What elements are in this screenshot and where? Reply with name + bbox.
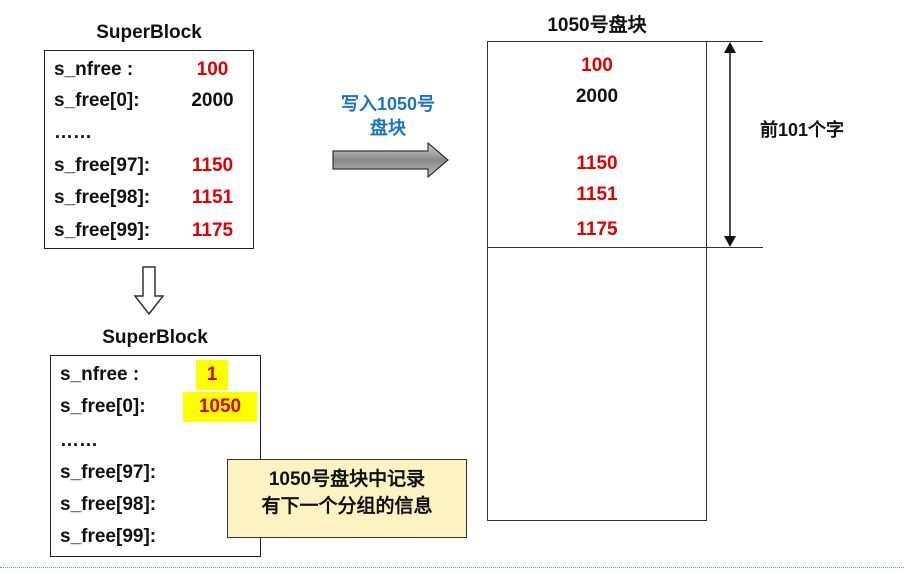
row-label: s_free[0]: xyxy=(60,396,146,417)
row-label: s_nfree : xyxy=(54,59,134,80)
row-label: …… xyxy=(54,122,92,143)
callout-note: 1050号盘块中记录 有下一个分组的信息 xyxy=(227,459,467,538)
bottom-sb-row-ellipsis: …… xyxy=(51,426,260,456)
row-label: s_free[99]: xyxy=(54,220,151,241)
bottom-sb-row-nfree: s_nfree : 1 xyxy=(51,360,260,390)
row-label: s_free[97]: xyxy=(60,462,157,483)
write-label-line-1: 写入1050号 xyxy=(340,94,436,114)
row-label: s_free[99]: xyxy=(60,526,157,547)
footer-divider xyxy=(0,567,904,568)
disk-value-nfree: 100 xyxy=(581,55,613,76)
row-value-highlighted: 1050 xyxy=(183,392,257,422)
top-sb-row-ellipsis: …… xyxy=(45,118,253,148)
disk-value-free98: 1151 xyxy=(576,184,618,205)
write-label-line-2: 盘块 xyxy=(370,118,406,138)
callout-line-1: 1050号盘块中记录 xyxy=(268,469,426,490)
row-value-highlighted: 1 xyxy=(196,360,228,390)
top-sb-row-free0: s_free[0]: 2000 xyxy=(45,86,253,116)
right-arrow-icon xyxy=(332,142,449,178)
bottom-sb-row-free97: s_free[97]: xyxy=(51,458,260,488)
row-label: …… xyxy=(60,430,98,451)
top-superblock-title: SuperBlock xyxy=(96,22,202,43)
down-arrow-icon xyxy=(133,266,165,316)
bottom-superblock-title: SuperBlock xyxy=(102,327,208,348)
top-sb-row-free99: s_free[99]: 1175 xyxy=(45,216,253,246)
row-value: 1175 xyxy=(191,220,234,241)
disk-block-title: 1050号盘块 xyxy=(547,15,647,36)
row-label: s_free[98]: xyxy=(60,494,157,515)
row-label: s_free[0]: xyxy=(54,90,140,111)
block-top-extension-line xyxy=(707,41,763,42)
bottom-sb-row-free99: s_free[99]: xyxy=(51,522,260,552)
bottom-superblock-box: s_nfree : 1 s_free[0]: 1050 …… s_free[97… xyxy=(50,355,261,557)
bottom-sb-row-free98: s_free[98]: xyxy=(51,490,260,520)
top-superblock-box: s_nfree : 100 s_free[0]: 2000 …… s_free[… xyxy=(44,50,254,249)
span-label: 前101个字 xyxy=(760,120,845,140)
disk-value-free0: 2000 xyxy=(575,86,619,107)
row-value: 2000 xyxy=(191,90,234,111)
top-sb-row-free98: s_free[98]: 1151 xyxy=(45,183,253,213)
disk-value-free99: 1175 xyxy=(576,219,618,240)
top-sb-row-nfree: s_nfree : 100 xyxy=(45,55,253,85)
row-label: s_free[97]: xyxy=(54,155,151,176)
block-divider-line xyxy=(487,247,763,248)
callout-line-2: 有下一个分组的信息 xyxy=(261,496,433,517)
row-value: 1151 xyxy=(191,187,234,208)
write-label: 写入1050号 盘块 xyxy=(318,92,458,140)
disk-value-free97: 1150 xyxy=(576,153,618,174)
disk-block xyxy=(487,41,707,521)
row-value: 1150 xyxy=(191,155,234,176)
row-label: s_free[98]: xyxy=(54,187,151,208)
top-sb-row-free97: s_free[97]: 1150 xyxy=(45,151,253,181)
row-value: 100 xyxy=(196,59,229,80)
bottom-sb-row-free0: s_free[0]: 1050 xyxy=(51,392,260,422)
row-label: s_nfree : xyxy=(60,364,140,385)
span-double-arrow-icon xyxy=(724,42,736,247)
